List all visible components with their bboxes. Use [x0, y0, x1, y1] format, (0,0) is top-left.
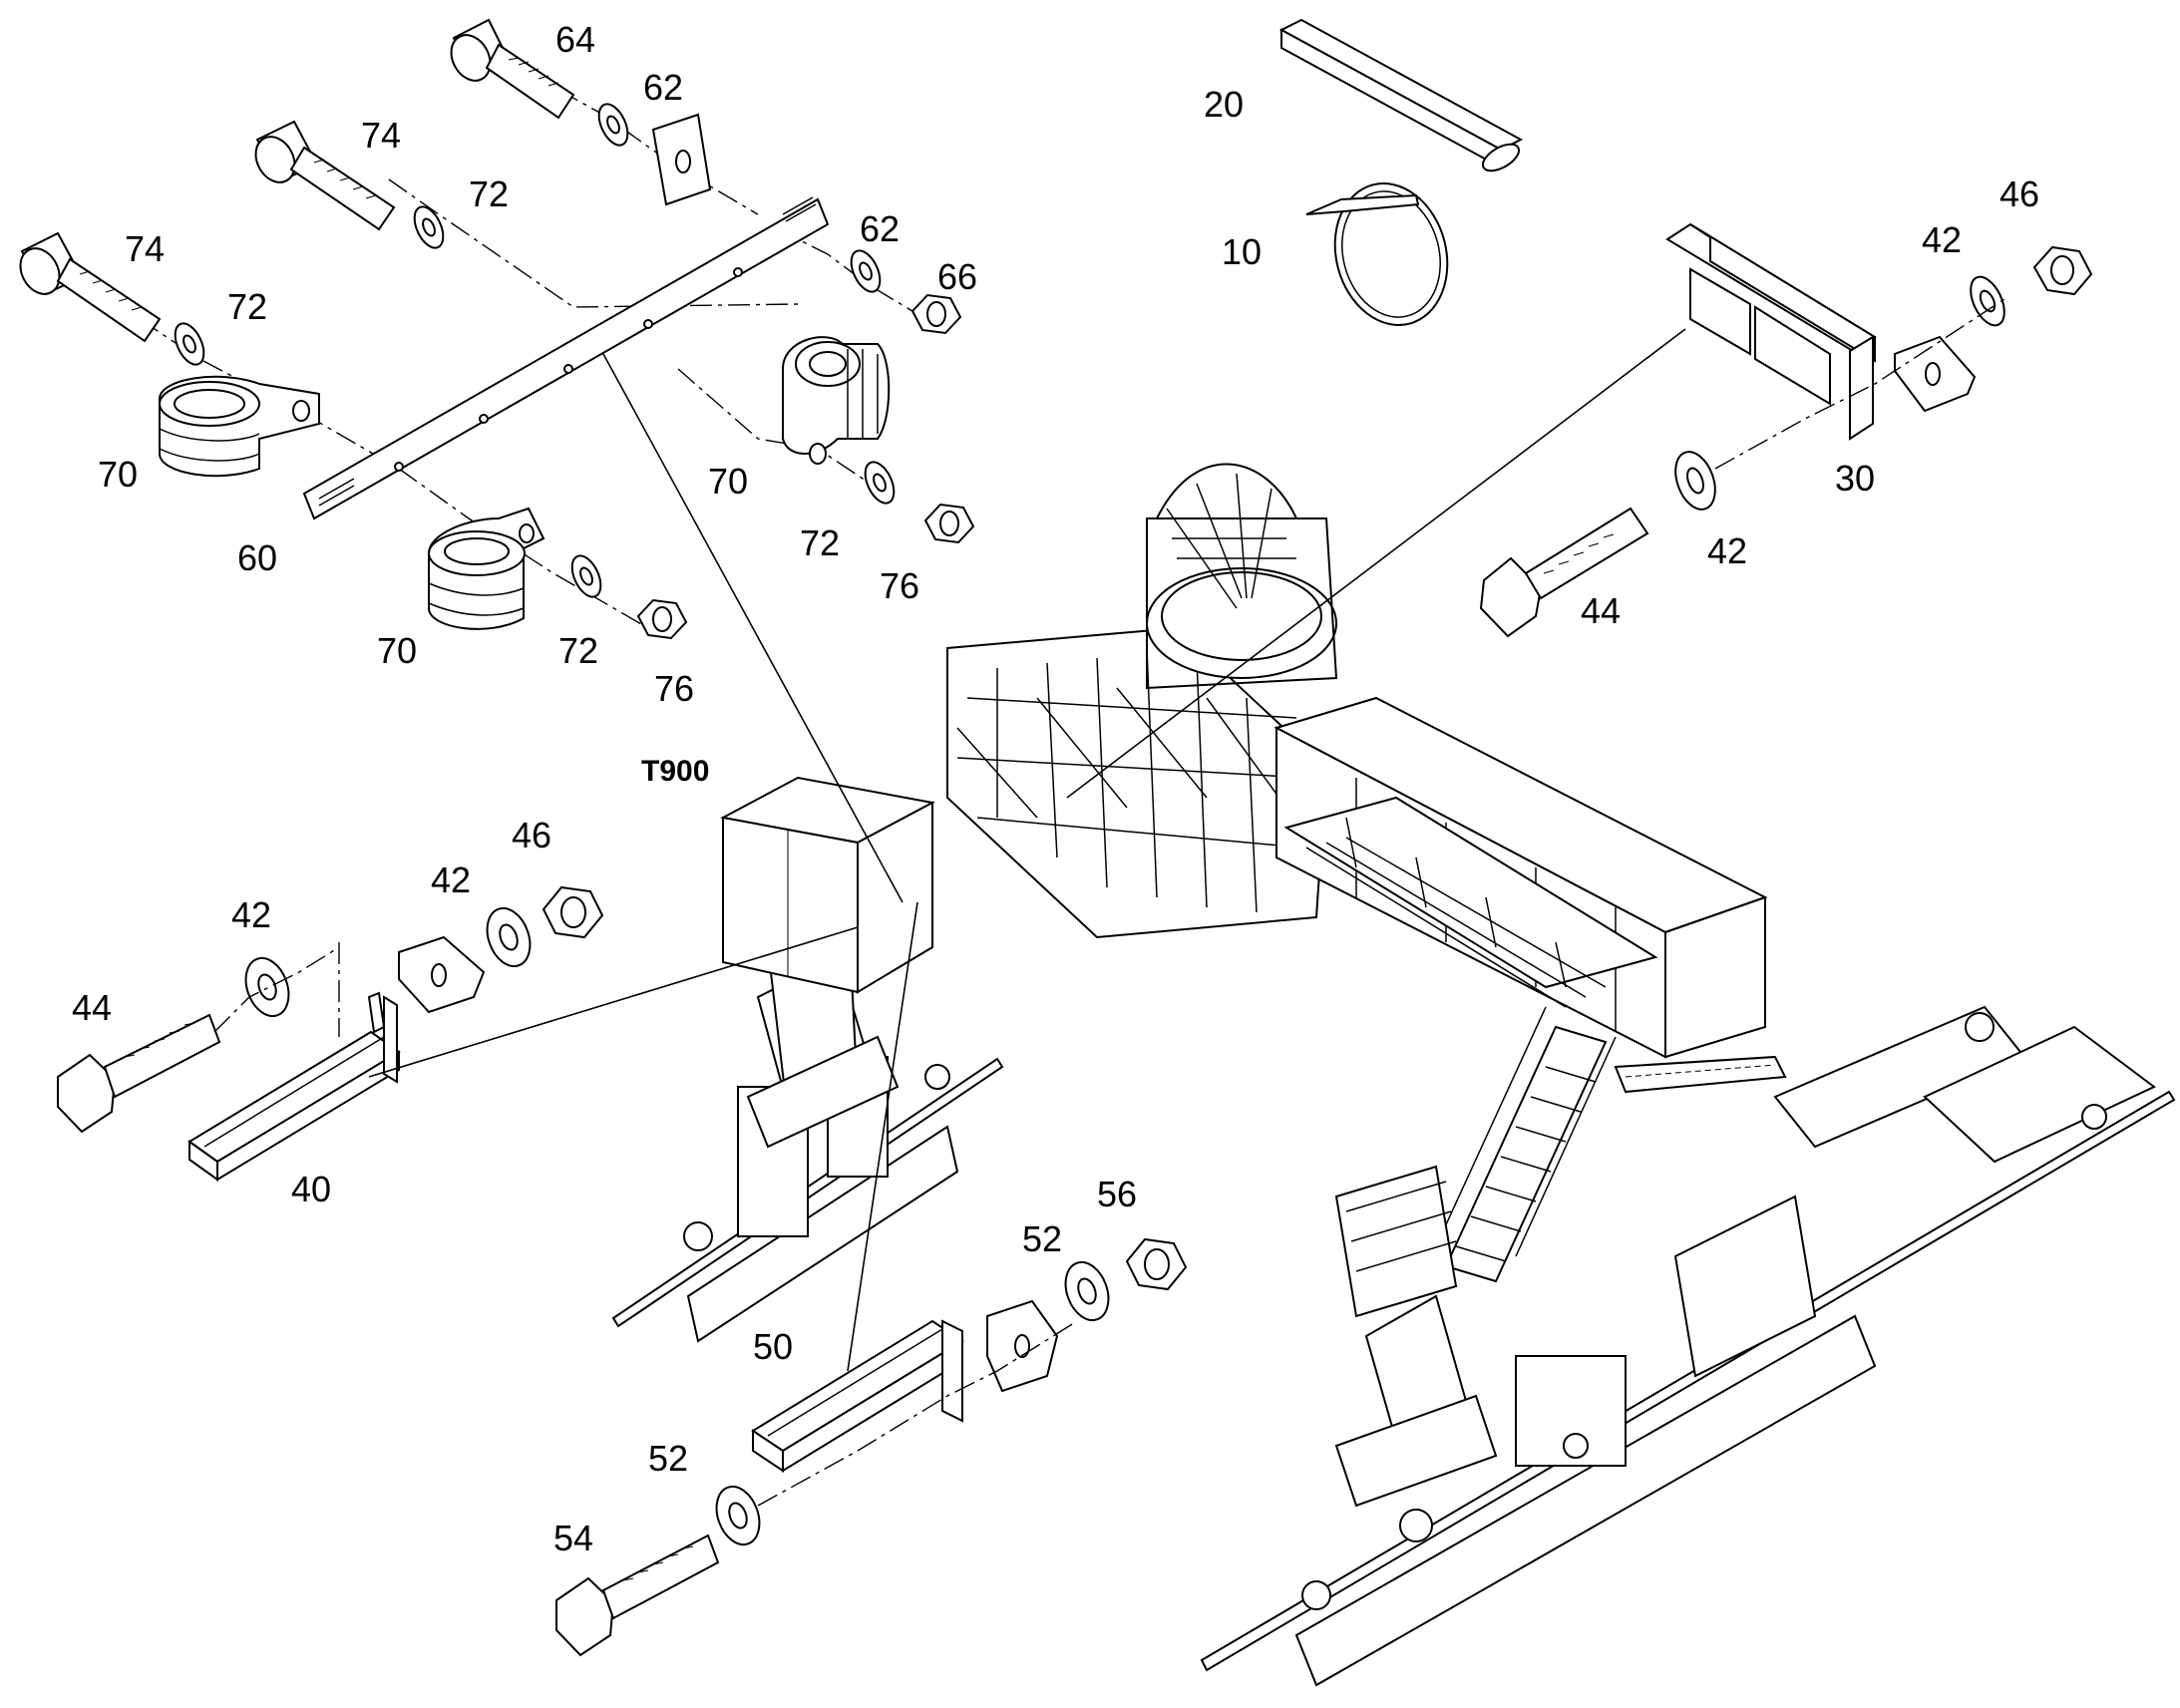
- nut-56: [1125, 1237, 1188, 1291]
- callout-20: 20: [1204, 84, 1244, 125]
- centerline-74a: [388, 178, 799, 308]
- washer-62-right: [850, 249, 882, 293]
- callout-42-right: 42: [1707, 530, 1747, 571]
- gantry-leg-front-right: [1334, 1294, 1498, 1508]
- backing-plate-52: [986, 1299, 1059, 1393]
- callout-70-right: 70: [708, 461, 748, 502]
- callout-70-left: 70: [98, 454, 138, 495]
- nut-46-top: [2032, 245, 2093, 296]
- callout-42-top: 42: [1922, 219, 1962, 260]
- centerline-44-left: [213, 946, 340, 1033]
- chain-conveyor: [1614, 1055, 1787, 1094]
- callout-40: 40: [291, 1169, 331, 1209]
- callout-50: 50: [753, 1326, 793, 1367]
- callout-42-left: 42: [231, 894, 271, 935]
- callout-70-lower: 70: [377, 630, 417, 671]
- callout-64: 64: [555, 19, 595, 60]
- centerline-70-right: [677, 368, 879, 490]
- control-cabinet: [720, 776, 935, 994]
- callout-72-lower: 72: [558, 630, 598, 671]
- model-label: T900: [641, 755, 709, 788]
- callout-74-upper: 74: [361, 115, 401, 156]
- callout-52-bottom: 52: [648, 1438, 688, 1479]
- callout-72-right: 72: [800, 522, 840, 563]
- callout-44-left: 44: [72, 987, 112, 1028]
- washer-52-bottom: [715, 1485, 761, 1546]
- cable-channel-40: [187, 991, 401, 1182]
- callout-62-right: 62: [860, 208, 900, 249]
- pipe-clamp-70-right: [782, 336, 891, 465]
- bolt-74-left: [19, 231, 162, 343]
- washer-72-lower: [570, 554, 602, 598]
- rail-right: [1200, 1090, 2176, 1672]
- hose-clamp-band-10: [1305, 182, 1449, 326]
- cable-channel-50: [751, 1319, 964, 1473]
- callout-54: 54: [553, 1518, 593, 1558]
- callout-72-upper: 72: [469, 173, 509, 214]
- callout-66: 66: [937, 256, 977, 297]
- gantry-machine-illustration: [611, 463, 2176, 1687]
- washer-72-upper: [413, 205, 445, 249]
- washer-42-top: [1970, 275, 2005, 327]
- bracket-assembly-60: [19, 18, 975, 640]
- washer-72-left: [174, 322, 205, 366]
- bolt-44-left: [57, 1013, 221, 1134]
- nut-46-left: [542, 885, 604, 939]
- centerline-64: [557, 89, 759, 215]
- backing-plate-42-left: [398, 935, 486, 1014]
- backing-plate-42-top: [1894, 335, 1977, 413]
- access-staircase: [1435, 1006, 1617, 1283]
- nut-76-right: [923, 503, 975, 544]
- callout-10: 10: [1222, 231, 1262, 272]
- callout-44-right: 44: [1581, 590, 1621, 631]
- callout-46-left: 46: [512, 815, 551, 855]
- bolt-54: [555, 1534, 720, 1657]
- service-platform: [1334, 1165, 1458, 1318]
- callout-76-right: 76: [880, 565, 919, 606]
- strap-bar-60: [302, 196, 830, 520]
- centerline-50: [757, 1320, 1078, 1507]
- cross-walkway: [1283, 796, 1658, 1008]
- callout-60: 60: [237, 537, 277, 578]
- nut-66: [910, 293, 962, 335]
- callout-52-top: 52: [1022, 1218, 1062, 1259]
- callout-56: 56: [1097, 1174, 1137, 1214]
- rear-right-arm: [1773, 1005, 2156, 1164]
- leader-lines: [368, 328, 1686, 1372]
- callout-30: 30: [1835, 458, 1875, 499]
- callout-72-left: 72: [227, 286, 267, 327]
- washer-52-top: [1064, 1260, 1110, 1322]
- callout-74-left: 74: [125, 228, 165, 269]
- washer-42-right: [1674, 451, 1716, 511]
- mounting-bracket-30: [1665, 222, 1877, 441]
- centerline-62b: [777, 228, 918, 315]
- callout-42-mid: 42: [431, 859, 471, 900]
- washer-62-top: [597, 103, 629, 147]
- washer-72-right: [864, 461, 896, 505]
- centerline-30: [1714, 298, 2005, 470]
- callout-62-top: 62: [643, 67, 683, 108]
- washer-42-left: [244, 956, 290, 1018]
- callout-76-lower: 76: [654, 668, 694, 709]
- hose-sleeve-20: [1278, 18, 1524, 172]
- clamp-plate-62: [651, 113, 712, 206]
- callout-46-top: 46: [1999, 173, 2039, 214]
- bolt-74-upper: [254, 120, 396, 231]
- centerline-70-lower: [398, 468, 649, 629]
- slewing-ring-drum: [1146, 463, 1338, 690]
- pipe-clamp-70-left: [159, 375, 320, 478]
- bolt-44-right: [1479, 507, 1649, 638]
- pipe-clamp-70-lower: [428, 507, 545, 630]
- nut-76-lower: [636, 598, 688, 640]
- washer-42-mid: [486, 906, 532, 968]
- bogie-right: [1294, 1195, 1877, 1687]
- bolt-64: [450, 18, 575, 120]
